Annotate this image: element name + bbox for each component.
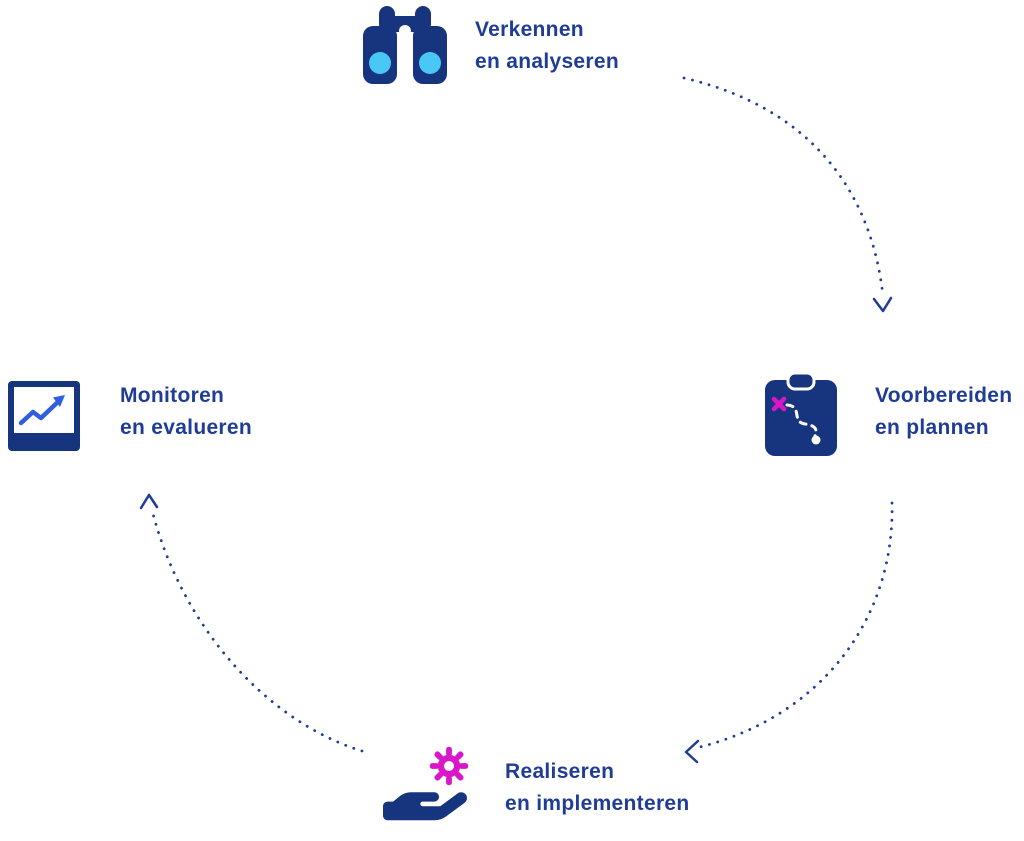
chart-line-icon bbox=[8, 381, 80, 451]
stage-label-line2: en evalueren bbox=[120, 416, 252, 439]
arrowhead-verkennen-to-voorbereiden-icon bbox=[872, 296, 893, 313]
arrow-voorbereiden-to-realiseren bbox=[698, 501, 894, 749]
stage-label-line2: en implementeren bbox=[505, 792, 690, 815]
stage-label-line1: Monitoren bbox=[120, 384, 225, 407]
stage-label-monitoren: Monitoren en evalueren bbox=[120, 380, 252, 444]
stage-label-line1: Voorbereiden bbox=[875, 384, 1013, 407]
clipboard-route-icon bbox=[765, 371, 837, 456]
stage-label-voorbereiden: Voorbereiden en plannen bbox=[875, 380, 1012, 444]
stage-label-line2: en plannen bbox=[875, 416, 989, 439]
binoculars-icon bbox=[357, 6, 453, 84]
arrowhead-realiseren-to-monitoren-icon bbox=[139, 493, 159, 510]
open-hand-icon bbox=[383, 790, 467, 821]
stage-label-realiseren: Realiseren en implementeren bbox=[505, 756, 690, 820]
gear-icon bbox=[429, 746, 469, 786]
stage-label-line1: Realiseren bbox=[505, 760, 615, 783]
stage-label-line1: Verkennen bbox=[475, 18, 584, 41]
hand-gear-icon bbox=[383, 746, 475, 828]
arrow-realiseren-to-monitoren bbox=[150, 508, 364, 753]
stage-label-line2: en analyseren bbox=[475, 50, 619, 73]
arrow-verkennen-to-voorbereiden bbox=[682, 76, 885, 298]
stage-label-verkennen: Verkennen en analyseren bbox=[475, 14, 619, 78]
